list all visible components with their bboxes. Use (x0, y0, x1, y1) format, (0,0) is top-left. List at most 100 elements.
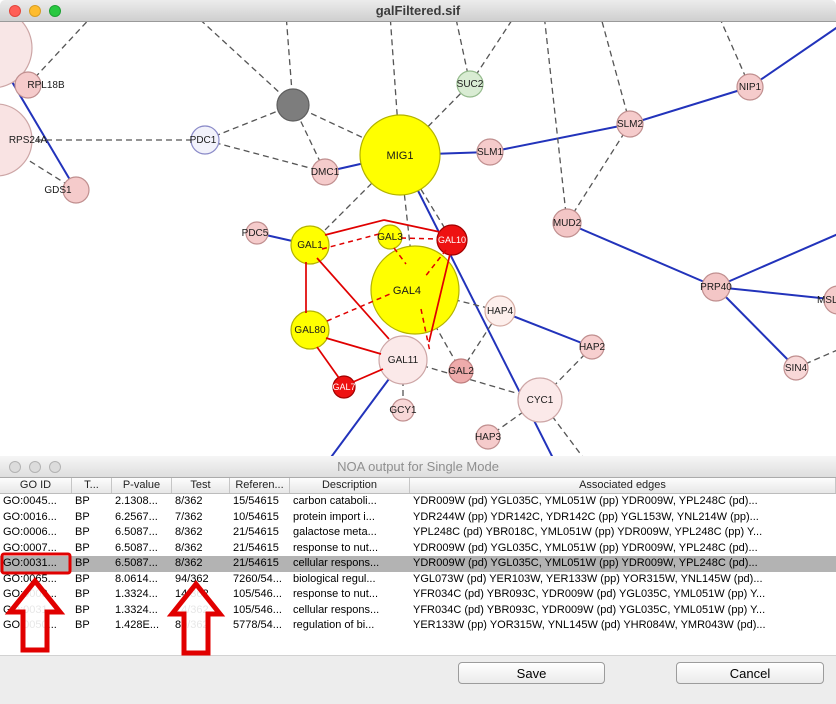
graph-edge[interactable] (420, 308, 431, 353)
noa-window-titlebar[interactable]: NOA output for Single Mode (0, 456, 836, 478)
graph-node-gal11[interactable] (378, 335, 428, 385)
close-button[interactable] (9, 5, 21, 17)
table-cell: 15/54615 (233, 495, 279, 507)
graph-edge[interactable] (316, 346, 340, 379)
graph-edge[interactable] (204, 104, 294, 141)
graph-node-hap4[interactable] (484, 295, 516, 327)
graph-node-dmc1[interactable] (311, 158, 339, 186)
graph-node-hap2[interactable] (579, 334, 605, 360)
table-cell: YFR034C (pd) YBR093C, YDR009W (pd) YGL03… (413, 588, 766, 600)
graph-node-cyc1[interactable] (517, 377, 563, 423)
column-header[interactable]: Test (172, 478, 230, 493)
graph-edge[interactable] (600, 22, 631, 125)
column-header[interactable]: GO ID (0, 478, 72, 493)
graph-node-slm1[interactable] (476, 138, 504, 166)
graph-edge[interactable] (324, 219, 385, 236)
graph-edge[interactable] (715, 233, 836, 288)
graph-node-gal10[interactable] (436, 224, 468, 256)
graph-node-gal3[interactable] (377, 224, 403, 250)
graph-node-nip1[interactable] (736, 73, 764, 101)
graph-edge[interactable] (469, 22, 516, 85)
table-cell: BP (75, 557, 90, 569)
table-cell: response to nut... (293, 588, 378, 600)
graph-node-pdc1[interactable] (190, 125, 220, 155)
graph-node-corner[interactable] (0, 22, 33, 88)
table-cell: GO:0031... (3, 603, 57, 616)
table-cell: 1.428E... (115, 619, 160, 631)
graph-edge[interactable] (352, 368, 384, 383)
table-cell: BP (75, 572, 90, 585)
column-header[interactable]: Referen... (230, 478, 290, 493)
graph-edge[interactable] (400, 237, 439, 240)
graph-node-gds1[interactable] (62, 176, 90, 204)
table-cell: 14/362 (175, 588, 209, 600)
graph-node-gal1[interactable] (290, 225, 330, 265)
graph-node-rpl18b[interactable] (14, 71, 42, 99)
graph-node-mud2[interactable] (552, 208, 582, 238)
save-button[interactable]: Save (458, 662, 605, 684)
graph-edge[interactable] (629, 86, 751, 125)
graph-node-gal2[interactable] (448, 358, 474, 384)
graph-node-unnamed[interactable] (276, 88, 310, 122)
graph-edge[interactable] (321, 233, 380, 250)
graph-edge[interactable] (399, 83, 471, 156)
table-cell: galactose meta... (293, 526, 377, 538)
zoom-button[interactable] (49, 461, 61, 473)
minimize-button[interactable] (29, 5, 41, 17)
graph-node-gcy1[interactable] (391, 398, 415, 422)
graph-edge[interactable] (383, 219, 441, 233)
graph-node-suc2[interactable] (456, 70, 484, 98)
graph-edge[interactable] (326, 293, 391, 322)
column-header[interactable]: Associated edges (410, 478, 836, 493)
graph-edge[interactable] (194, 22, 294, 106)
graph-node-prp40[interactable] (701, 272, 731, 302)
graph-node-pdc5[interactable] (245, 221, 269, 245)
graph-edge[interactable] (393, 247, 407, 265)
graph-edge[interactable] (204, 139, 326, 173)
graph-node-gal80[interactable] (290, 310, 330, 350)
graph-node-hap3[interactable] (475, 424, 501, 450)
graph-edge[interactable] (399, 154, 453, 241)
column-header[interactable]: T... (72, 478, 112, 493)
zoom-button[interactable] (49, 5, 61, 17)
table-cell: 2.1308... (115, 495, 158, 507)
graph-edge[interactable] (715, 286, 797, 369)
cancel-button[interactable]: Cancel (676, 662, 824, 684)
graph-edge[interactable] (566, 222, 717, 288)
graph-node-mig1[interactable] (359, 114, 441, 196)
graph-node-msl1[interactable] (823, 285, 836, 315)
graph-edge[interactable] (715, 286, 836, 301)
column-header[interactable]: Description (290, 478, 410, 493)
graph-edge[interactable] (749, 24, 836, 88)
graph-edge[interactable] (544, 22, 568, 224)
minimize-button[interactable] (29, 461, 41, 473)
graph-edge[interactable] (795, 348, 836, 369)
graph-edge[interactable] (423, 249, 447, 279)
graph-node-rps24a[interactable] (0, 103, 33, 177)
network-canvas[interactable]: RPL18BRPS24AGDS1PDC1DMC1MIG1SUC2SLM1SLM2… (0, 22, 836, 456)
graph-edge[interactable] (489, 123, 631, 153)
table-cell: 21/54615 (233, 526, 279, 538)
graph-edge[interactable] (316, 257, 390, 340)
graph-edge[interactable] (428, 253, 451, 343)
close-button[interactable] (9, 461, 21, 473)
column-header[interactable]: P-value (112, 478, 172, 493)
network-window-titlebar[interactable]: galFiltered.sif (0, 0, 836, 22)
graph-edge[interactable] (27, 22, 94, 86)
graph-node-sin4[interactable] (783, 355, 809, 381)
graph-edge[interactable] (499, 310, 593, 348)
graph-edge[interactable] (325, 337, 382, 355)
graph-node-slm2[interactable] (616, 110, 644, 138)
graph-node-gal7[interactable] (332, 375, 356, 399)
graph-edge[interactable] (566, 123, 631, 224)
